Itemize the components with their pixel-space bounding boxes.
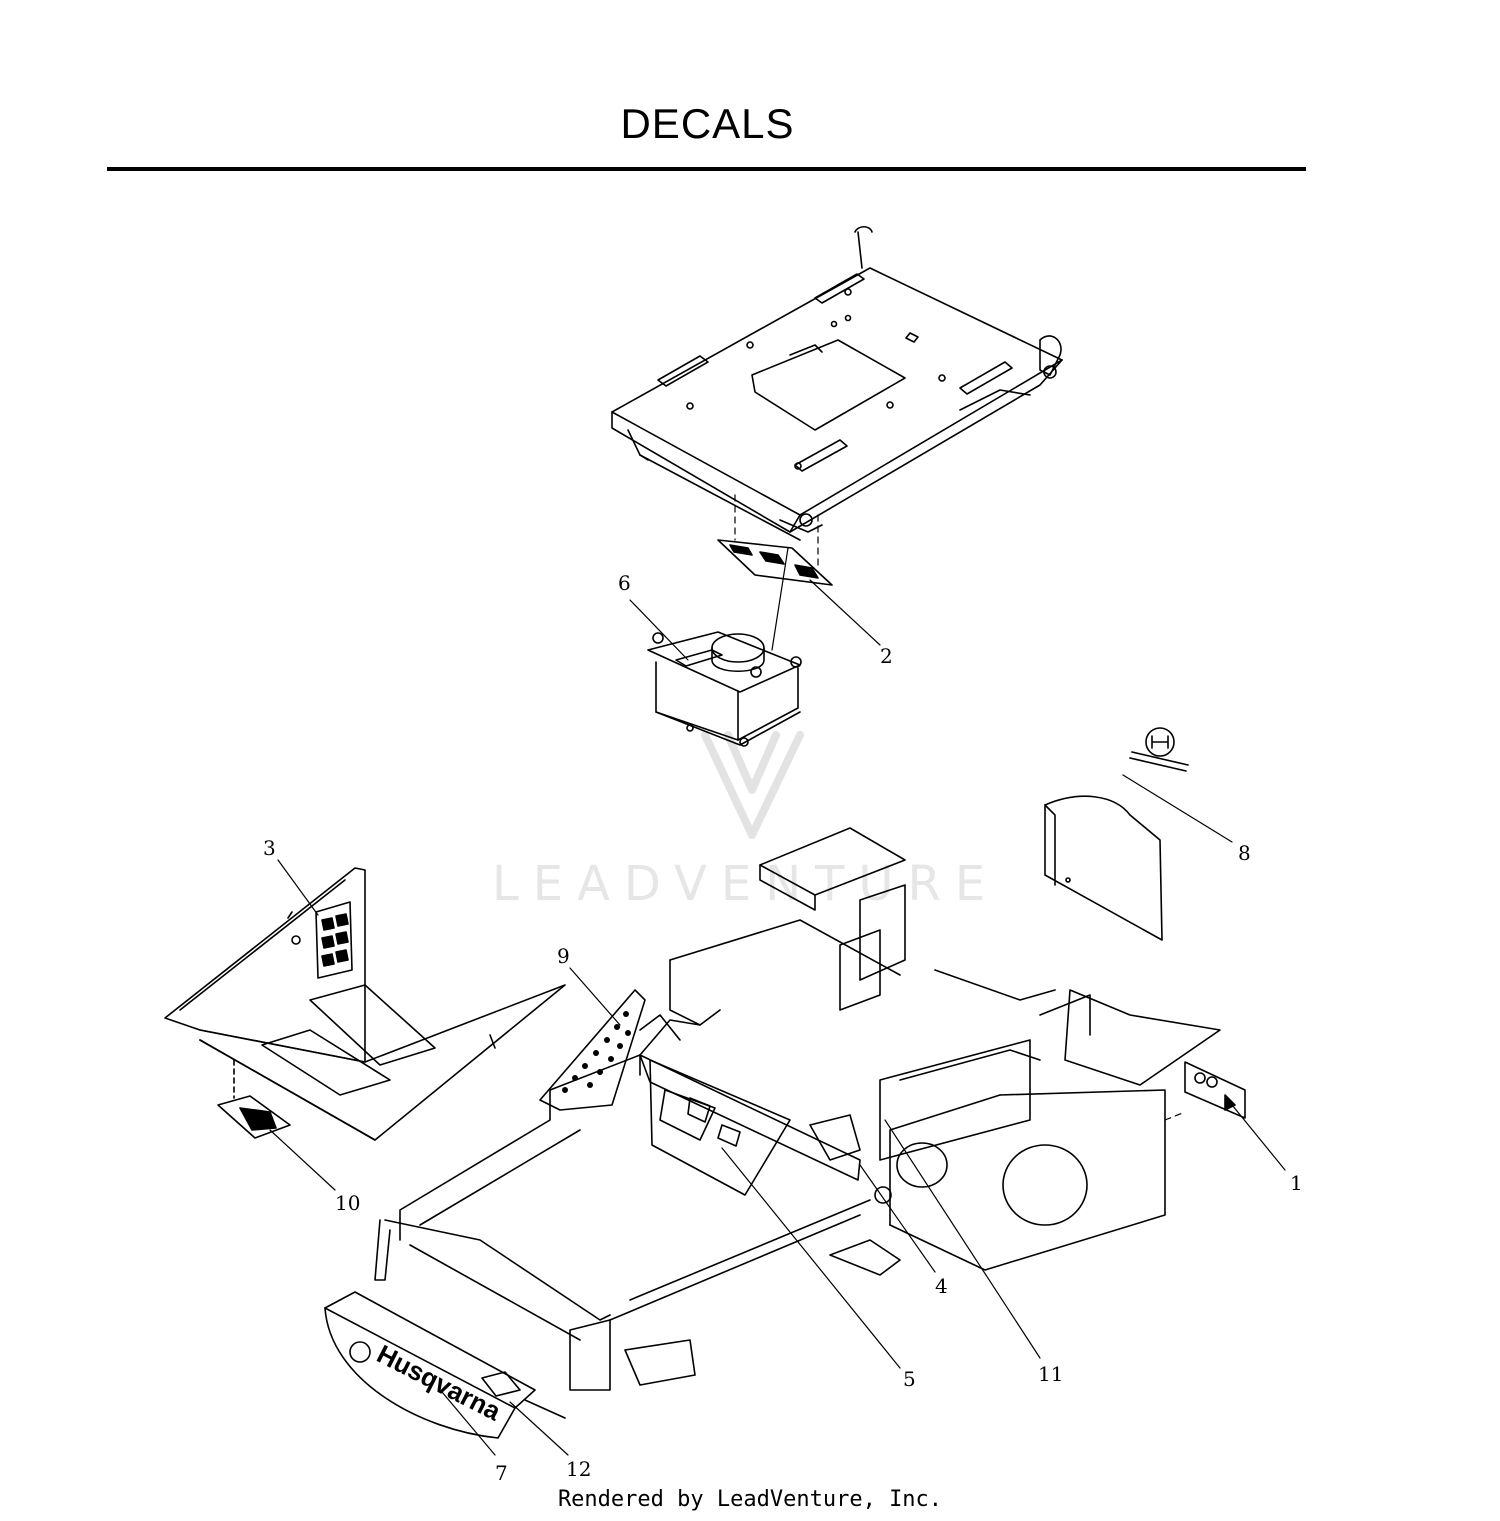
decal-9-control-panel [539,989,646,1111]
callout-6: 6 [618,571,631,595]
decal-10-instruction [217,1059,291,1139]
seat-plate [611,225,1063,541]
decal-2-warning-strip [717,539,833,586]
callout-12: 12 [566,1457,591,1481]
callout-8: 8 [1238,841,1251,865]
page-title: DECALS [620,100,795,147]
rear-panel [1044,795,1163,941]
title-underline [107,167,1306,171]
callout-7: 7 [495,1461,508,1485]
callout-10: 10 [335,1191,360,1215]
watermark-logo [701,731,804,839]
main-chassis-frame [374,827,1221,1391]
decal-7-brand: Husqvarna [349,1339,506,1427]
leader-lines [269,547,1286,1456]
decal-8-logo [1129,727,1189,772]
decal-3-warning [315,901,353,979]
rendered-by-footer: Rendered by LeadVenture, Inc. [557,1487,943,1512]
callout-labels: 1 2 3 4 5 6 7 8 9 10 11 12 [263,571,1303,1485]
seat-guide-lines [734,494,819,571]
callout-9: 9 [557,944,570,968]
callout-4: 4 [935,1274,948,1298]
callout-2: 2 [880,644,893,668]
left-fender [164,867,566,1141]
front-bumper [324,1291,566,1439]
callout-3: 3 [263,836,276,860]
watermark: LEADVENTURE [492,856,1000,912]
decal-12-strip [481,1371,521,1397]
hydraulic-tank [647,631,802,747]
callout-11: 11 [1038,1362,1063,1386]
callout-1: 1 [1290,1171,1303,1195]
callout-5: 5 [903,1367,916,1391]
